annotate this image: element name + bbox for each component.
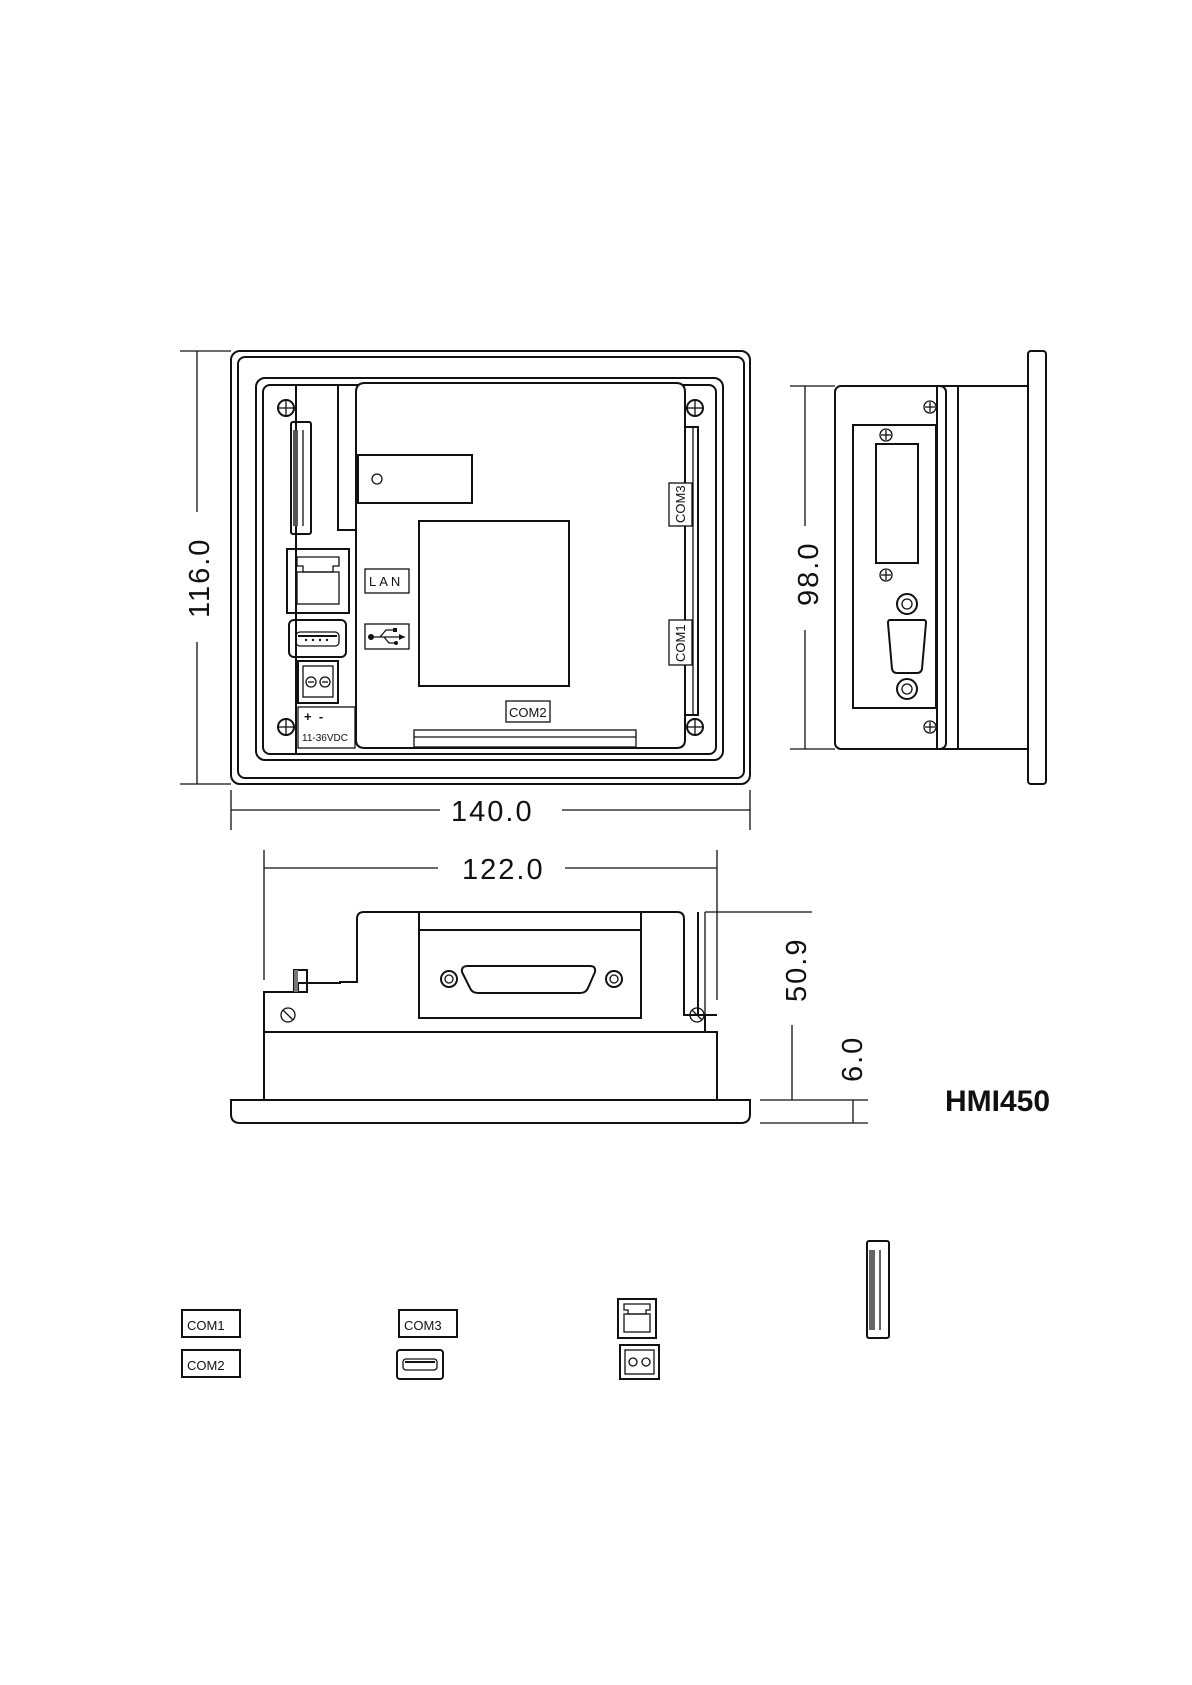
side-flange [937, 386, 958, 749]
lan-label: LAN [369, 574, 403, 589]
dimension-width: 140.0 [231, 790, 750, 830]
sd-card-slot-icon [291, 422, 311, 534]
dimension-height: 116.0 [180, 351, 231, 784]
dim-50-9: 50.9 [781, 938, 813, 1002]
center-window [419, 521, 569, 686]
power-rating: 11-36VDC [302, 733, 348, 744]
top-view [231, 912, 750, 1123]
legend-sd-card-icon [867, 1241, 889, 1338]
power-terminal-icon [298, 661, 338, 703]
power-polarity: + - [304, 709, 323, 724]
dim-98: 98.0 [793, 542, 825, 606]
usb-port-icon [289, 620, 346, 657]
dim-140: 140.0 [451, 796, 534, 828]
right-rail [685, 427, 698, 715]
legend-lan-icon [618, 1299, 656, 1338]
dimension-cutout-height: 98.0 [790, 386, 835, 749]
db9-connector-icon [888, 594, 926, 699]
side-body [835, 386, 946, 749]
legend-com1: COM1 [187, 1318, 225, 1333]
legend-usb-icon [397, 1350, 443, 1379]
screw-icon [278, 719, 294, 735]
top-slot-band [419, 912, 641, 930]
side-frame [958, 386, 1028, 749]
top-housing [264, 1032, 717, 1100]
model-name: HMI450 [945, 1085, 1050, 1118]
side-slot [876, 444, 918, 563]
screw-icon [880, 569, 892, 581]
dim-6-0: 6.0 [837, 1036, 869, 1082]
screw-icon [924, 721, 936, 733]
com2-label: COM2 [509, 705, 547, 720]
screw-icon [281, 1008, 295, 1022]
top-sd-card-icon [294, 970, 307, 992]
dim-116: 116.0 [184, 538, 216, 618]
dimension-depth: 50.9 [705, 912, 813, 1002]
legend: COM1 COM2 COM3 [182, 1241, 889, 1379]
screw-icon [687, 400, 703, 416]
legend-power-terminal-icon [620, 1345, 659, 1379]
rear-view: LAN + - 11-36VDC [231, 351, 750, 784]
latch-tab [358, 455, 472, 503]
top-bezel [231, 1100, 750, 1123]
screw-icon [687, 719, 703, 735]
screw-icon [278, 400, 294, 416]
legend-com3: COM3 [404, 1318, 442, 1333]
side-view [835, 351, 1046, 784]
side-bezel [1028, 351, 1046, 784]
dimension-bezel-thickness: 6.0 [760, 1025, 869, 1123]
legend-com2: COM2 [187, 1358, 225, 1373]
com3-label: COM3 [673, 485, 688, 523]
com1-label: COM1 [673, 624, 688, 662]
dim-122: 122.0 [462, 854, 545, 886]
screw-icon [880, 429, 892, 441]
screw-icon [924, 401, 936, 413]
